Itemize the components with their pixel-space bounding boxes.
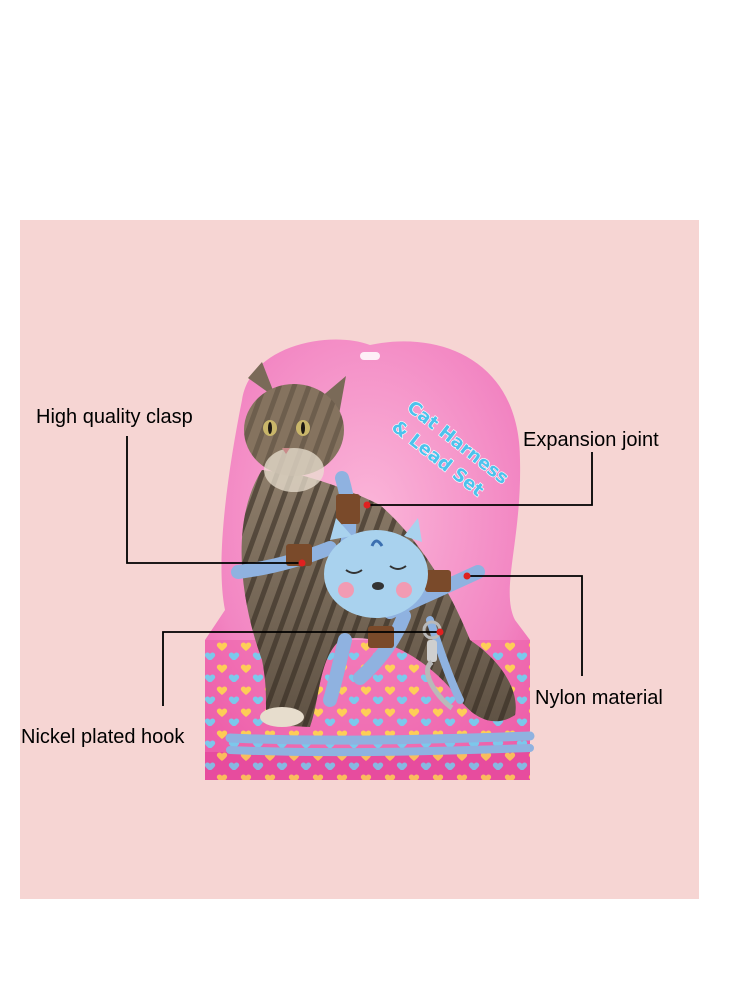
expansion-leader-line	[367, 452, 593, 506]
buckle-bottom	[368, 626, 394, 648]
cat-nose	[282, 448, 290, 454]
buckle-left	[286, 544, 312, 566]
cat-paw	[260, 707, 304, 727]
callout-nylon-material: Nylon material	[535, 687, 663, 709]
plush-charm	[324, 518, 428, 618]
callout-expansion-joint: Expansion joint	[523, 429, 659, 451]
nylon-leader-line	[467, 575, 583, 676]
callout-lines	[126, 436, 593, 706]
callout-high-quality-clasp: High quality clasp	[36, 406, 193, 428]
cat-left-ear	[248, 362, 276, 398]
callout-nickel-plated-hook: Nickel plated hook	[21, 726, 185, 748]
hang-hole	[360, 352, 380, 360]
leash	[225, 731, 535, 745]
callout-markers	[298, 501, 471, 636]
buckle-right	[425, 570, 451, 592]
buckle-top	[336, 494, 360, 524]
cat-right-ear	[320, 376, 346, 420]
hook-leader-line	[162, 631, 440, 706]
clasp-leader-line	[126, 436, 302, 564]
